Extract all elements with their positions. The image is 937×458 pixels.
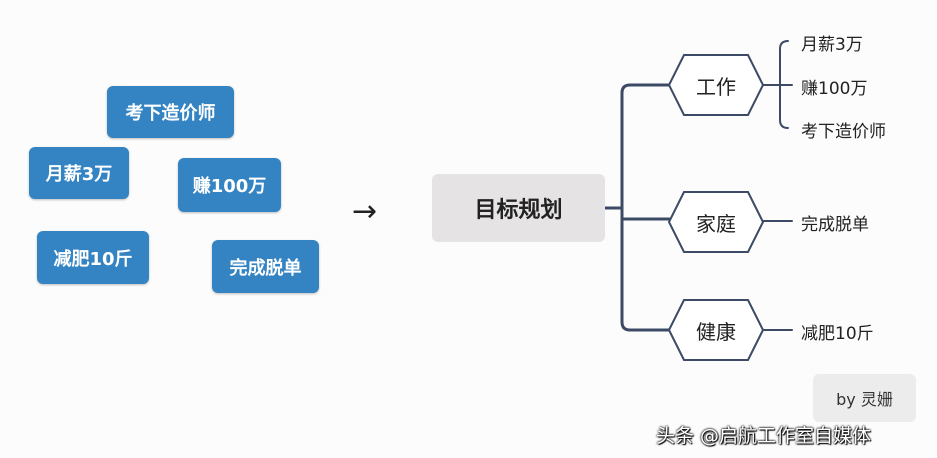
central-topic: 目标规划	[432, 174, 605, 242]
connector-spine	[620, 83, 632, 332]
leaf-label: 赚100万	[801, 79, 868, 99]
branch-node-family: 家庭	[668, 191, 764, 253]
leaf-label: 完成脱单	[801, 215, 869, 235]
branch-label: 健康	[696, 319, 736, 344]
leaf-label: 减肥10斤	[801, 324, 874, 344]
branch-label: 家庭	[696, 211, 736, 236]
leaf-connector-work	[762, 40, 793, 129]
scattered-goal-tag: 月薪3万	[29, 147, 129, 199]
scattered-goal-tag: 考下造价师	[107, 86, 234, 138]
scattered-goal-tag: 完成脱单	[212, 240, 319, 293]
branch-node-health: 健康	[668, 299, 764, 361]
watermark: 头条 @启航工作室自媒体	[656, 425, 872, 447]
hexagon-shape	[668, 191, 764, 253]
hexagon-shape	[668, 299, 764, 361]
scattered-goal-tag: 减肥10斤	[37, 231, 149, 284]
branch-label: 工作	[696, 74, 736, 99]
leaf-label: 考下造价师	[801, 122, 886, 142]
leaf-label: 月薪3万	[801, 35, 863, 55]
hexagon-shape	[668, 54, 764, 116]
scattered-goal-tag: 赚100万	[178, 158, 281, 212]
branch-node-work: 工作	[668, 54, 764, 116]
author-credit: by 灵姗	[813, 374, 916, 422]
right-arrow-icon: →	[352, 194, 378, 229]
